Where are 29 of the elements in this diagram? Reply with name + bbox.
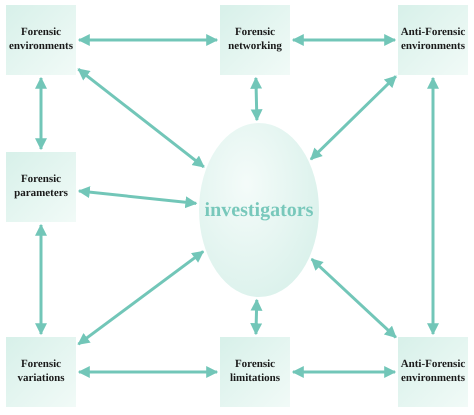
- double-arrow: [35, 76, 47, 150]
- double-arrow: [310, 258, 397, 338]
- process-box: [6, 337, 76, 407]
- double-arrow: [427, 76, 439, 336]
- process-box: [220, 337, 290, 407]
- double-arrow: [77, 68, 205, 168]
- process-box: [220, 5, 290, 75]
- node-label: Forensic networking: [227, 26, 283, 54]
- process-box: [6, 152, 76, 222]
- node-label: Forensic environments: [8, 26, 74, 54]
- double-arrow: [77, 250, 204, 346]
- process-box: [398, 5, 468, 75]
- node-label: Forensic parameters: [13, 173, 69, 201]
- double-arrow: [78, 366, 218, 378]
- process-box: [6, 5, 76, 75]
- double-arrow: [310, 75, 397, 160]
- node-label: Forensic variations: [16, 358, 66, 386]
- double-arrow: [78, 186, 198, 208]
- double-arrow: [292, 366, 396, 378]
- double-arrow: [250, 298, 262, 336]
- double-arrow: [292, 34, 396, 46]
- node-label: Forensic limitations: [228, 358, 282, 386]
- node-label: Anti-Forensic environments: [400, 358, 466, 386]
- double-arrow: [250, 76, 263, 122]
- node-label: Anti-Forensic environments: [400, 26, 466, 54]
- double-arrow: [35, 224, 47, 336]
- node-label: investigators: [204, 200, 314, 220]
- double-arrow: [78, 34, 218, 46]
- process-box: [398, 337, 468, 407]
